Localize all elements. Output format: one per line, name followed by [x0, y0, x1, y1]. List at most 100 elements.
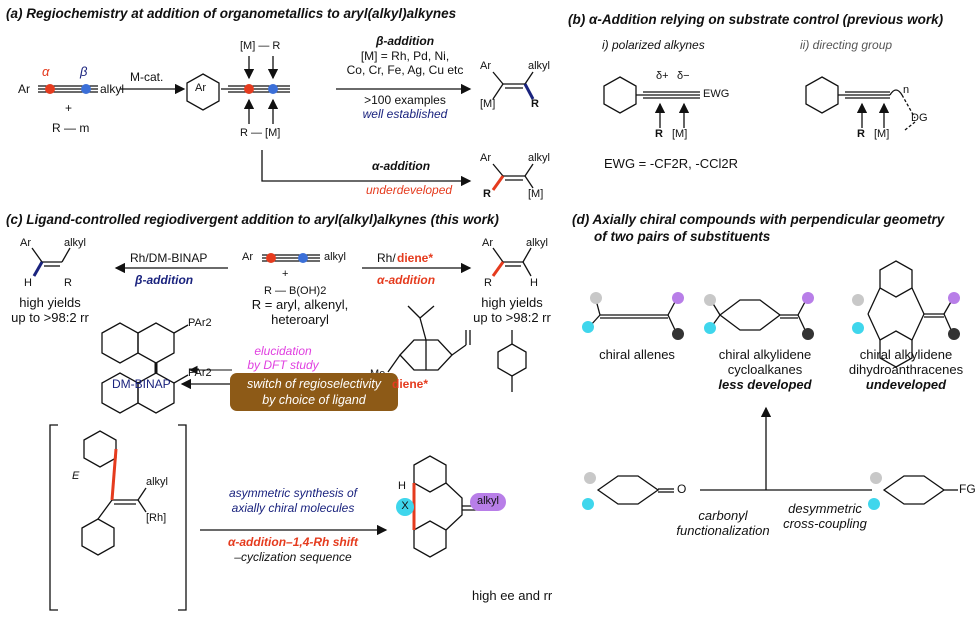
cyclo-1: chiral alkylidene	[718, 347, 812, 362]
mcat-label: M-cat.	[130, 70, 164, 84]
alpha-prod-alkyl: alkyl	[528, 152, 551, 164]
c-right-h: H	[530, 277, 538, 289]
switch-line-1: switch of regioselectivity	[246, 377, 382, 391]
alkyl-blob-label: alkyl	[476, 495, 499, 507]
r-def-2: heteroaryl	[271, 312, 329, 327]
dha-3: undeveloped	[865, 377, 947, 392]
panel-d-dots	[582, 292, 960, 510]
alpha-prod-m: [M]	[528, 188, 544, 200]
c-beta-dot	[298, 253, 308, 263]
elucidation-1: elucidation	[254, 344, 312, 358]
seq-2: –cyclization sequence	[234, 550, 352, 564]
alpha-prod-r: R	[483, 188, 491, 200]
alpha-addition-c: α-addition	[377, 273, 436, 287]
plus-c: +	[282, 268, 289, 280]
examples: >100 examples	[364, 93, 446, 107]
ar-label-a: Ar	[18, 82, 30, 96]
alpha-addition-a: α-addition	[372, 159, 431, 173]
c-right-r: R	[484, 277, 492, 289]
alpha-carbon-dot	[45, 84, 55, 94]
c-left-alkyl: alkyl	[64, 237, 87, 249]
o-label: O	[677, 482, 687, 496]
high-ee-rr: high ee and rr	[472, 588, 553, 603]
panel-b-graphics	[603, 76, 916, 131]
c-right-alkyl: alkyl	[526, 237, 549, 249]
yield-left-1: high yields	[19, 295, 81, 310]
beta-bond	[523, 83, 535, 100]
b-m1: [M]	[672, 128, 688, 140]
par2-top: PAr2	[188, 317, 212, 329]
beta-addition-a: β-addition	[375, 34, 435, 48]
yield-left-2: up to >98:2 rr	[11, 310, 89, 325]
dha-1: chiral alkylidene	[859, 347, 953, 362]
beta-label: β	[80, 64, 88, 79]
r-m-bottom: R — [M]	[240, 127, 281, 139]
alpha-prod-ar: Ar	[480, 152, 491, 164]
fg-label: FG	[959, 482, 976, 496]
c-left-ar: Ar	[20, 237, 31, 249]
c-alpha-dot	[266, 253, 276, 263]
e-label: E	[72, 470, 80, 482]
r-def-1: R = aryl, alkenyl,	[251, 297, 349, 312]
plus-a: +	[65, 101, 73, 115]
c-beta-bond	[32, 261, 44, 277]
beta-prod-r: R	[531, 98, 539, 110]
beta-addition-c: β-addition	[135, 273, 194, 287]
yield-right-1: high yields	[481, 295, 543, 310]
well-established: well established	[362, 107, 448, 121]
panel-a-graphics	[38, 56, 534, 189]
x-label: X	[401, 500, 409, 512]
cyclo-3: less developed	[718, 377, 812, 392]
rh-label: [Rh]	[146, 512, 167, 524]
panel-d-title-1: (d) Axially chiral compounds with perpen…	[572, 212, 945, 227]
switch-line-2: by choice of ligand	[262, 393, 366, 407]
asym-1: asymmetric synthesis of	[228, 486, 358, 500]
rh-binap: Rh/DM-BINAP	[130, 251, 208, 265]
b-m2: [M]	[874, 128, 890, 140]
b-r2: R	[857, 128, 865, 140]
beta-carbon-dot-2	[268, 84, 278, 94]
beta-carbon-dot	[81, 84, 91, 94]
c-right-ar: Ar	[482, 237, 493, 249]
panel-b-title: (b) α-Addition relying on substrate cont…	[568, 12, 944, 27]
dg-label: DG	[911, 112, 928, 124]
beta-prod-m: [M]	[480, 98, 496, 110]
elucidation-2: by DFT study	[247, 358, 319, 372]
asym-2: axially chiral molecules	[231, 501, 355, 515]
c-left-h: H	[24, 277, 32, 289]
delta-minus: δ−	[677, 70, 690, 82]
carbonyl-2: functionalization	[676, 523, 770, 538]
yield-right-2: up to >98:2 rr	[473, 310, 551, 325]
c-center-alkyl: alkyl	[324, 251, 347, 263]
rh-diene: diene*	[397, 251, 434, 265]
polarized-alkynes: i) polarized alkynes	[602, 38, 705, 52]
c-center-ar: Ar	[242, 251, 253, 263]
c-alpha-bond	[491, 261, 505, 277]
alpha-carbon-dot-2	[244, 84, 254, 94]
panel-a-title: (a) Regiochemistry at addition of organo…	[6, 6, 457, 21]
ewg-definition: EWG = -CF2R, -CCl2R	[604, 156, 738, 171]
switch-box: switch of regioselectivity by choice of …	[230, 373, 398, 411]
beta-prod-ar: Ar	[480, 60, 491, 72]
panel-d-title-2: of two pairs of substituents	[594, 229, 771, 244]
m-r-top: [M] — R	[240, 40, 281, 52]
alkyl-blob	[470, 493, 506, 511]
h-label-prod: H	[398, 480, 406, 492]
alkyl-label-a: alkyl	[100, 82, 125, 96]
ar-ring-label: Ar	[195, 82, 206, 94]
cyclo-2: cycloalkanes	[727, 362, 803, 377]
desym-2: cross-coupling	[783, 516, 867, 531]
biaryl-red-bond	[110, 448, 118, 501]
beta-prod-alkyl: alkyl	[528, 60, 551, 72]
x-substituent-blob	[396, 498, 414, 516]
seq-1: α-addition–1,4-Rh shift	[227, 535, 359, 549]
ewg-label: EWG	[703, 88, 730, 100]
delta-plus: δ+	[656, 70, 669, 82]
carbonyl-1: carbonyl	[698, 508, 748, 523]
desym-1: desymmetric	[788, 501, 862, 516]
bracket-alkyl: alkyl	[146, 476, 169, 488]
alpha-label: α	[42, 64, 50, 79]
metals-line1: [M] = Rh, Pd, Ni,	[360, 49, 450, 63]
par2-bottom: PAr2	[188, 367, 212, 379]
